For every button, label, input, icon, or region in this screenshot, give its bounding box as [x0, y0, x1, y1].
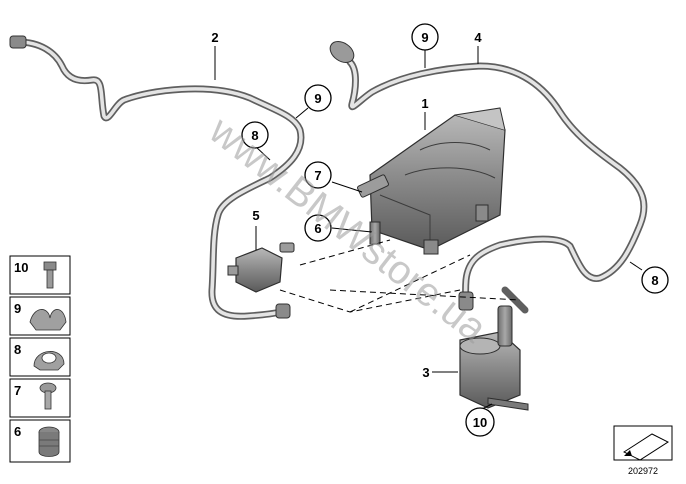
arrow-icon: [622, 433, 670, 461]
callout-10: 10: [465, 407, 495, 437]
callout-5-label: 5: [252, 208, 259, 223]
callout-8-left: 8: [241, 121, 269, 149]
legend-item-7-label: 7: [14, 383, 21, 398]
callout-1: 1: [421, 96, 428, 111]
legend-item-8: 8: [9, 337, 71, 377]
callout-9-right-label: 9: [421, 30, 428, 45]
callout-1-label: 1: [421, 96, 428, 111]
callout-8-left-label: 8: [251, 128, 258, 143]
callout-8-right: 8: [641, 266, 669, 294]
purge-valve: [227, 242, 295, 293]
callout-2-label: 2: [211, 30, 218, 45]
grommet-icon: [38, 426, 60, 457]
double-clip-icon: [29, 309, 67, 331]
reference-number: 202972: [628, 466, 658, 476]
legend-item-9: 9: [9, 296, 71, 336]
callout-2: 2: [211, 30, 218, 45]
callout-4-label: 4: [474, 30, 482, 45]
assembly-lines: [279, 239, 521, 313]
bolt-icon: [43, 261, 57, 289]
small-parts-legend: 10 9 8 7: [9, 255, 71, 463]
charcoal-filter: [357, 107, 506, 255]
legend-item-8-label: 8: [14, 342, 21, 357]
hose-clip-icon: [33, 351, 65, 371]
leader-lines: [214, 46, 643, 411]
reference-box: 202972: [613, 425, 673, 476]
filter-bracket: [459, 286, 529, 411]
callout-6: 6: [304, 214, 332, 242]
callout-8-right-label: 8: [651, 273, 658, 288]
legend-item-10: 10: [9, 255, 71, 295]
callout-9-left: 9: [304, 84, 332, 112]
legend-item-6-label: 6: [14, 424, 21, 439]
callout-6-label: 6: [314, 221, 321, 236]
callout-3-label: 3: [422, 365, 429, 380]
callout-9-left-label: 9: [314, 91, 321, 106]
callout-10-label: 10: [473, 415, 487, 430]
hose-2: [9, 35, 305, 320]
legend-item-10-label: 10: [14, 260, 28, 275]
legend-item-9-label: 9: [14, 301, 21, 316]
callout-4: 4: [474, 30, 482, 45]
legend-item-6: 6: [9, 419, 71, 463]
callout-3: 3: [422, 365, 429, 380]
callout-7-label: 7: [314, 168, 321, 183]
callout-5: 5: [252, 208, 259, 223]
callout-7: 7: [304, 161, 332, 189]
callout-9-right: 9: [411, 23, 439, 51]
screw-icon: [39, 382, 57, 410]
legend-item-7: 7: [9, 378, 71, 418]
